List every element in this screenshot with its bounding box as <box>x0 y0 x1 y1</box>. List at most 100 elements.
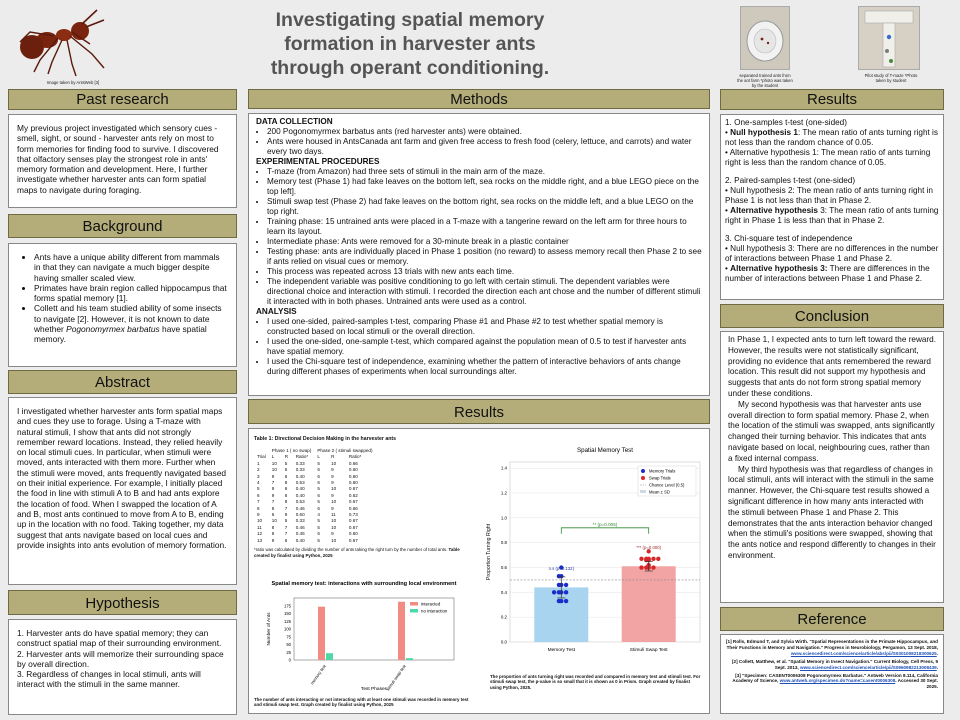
hypothesis-1: 1. Harvester ants do have spatial memory… <box>17 628 222 649</box>
table-cell: 9 <box>331 505 334 511</box>
hypothesis-3: 3. Regardless of changes in local stimul… <box>17 669 201 690</box>
past-research-header: Past research <box>8 89 237 110</box>
bar-legend-label: interacted <box>421 602 441 607</box>
reference-1: [1] Rolls, Edmund T, and Sylvia Wirth. "… <box>726 639 938 656</box>
scatter-point-Memory-Trials <box>563 598 569 604</box>
col-ratio: Ratio* <box>348 454 362 460</box>
scatter-point-Memory-Trials <box>556 582 562 588</box>
results-null3: • Null hypothesis 3: There are no differ… <box>725 244 939 263</box>
table-cell: 9 <box>331 467 334 473</box>
table-cell: 9 <box>271 537 275 543</box>
results-null2: • Null hypothesis 2: The mean ratio of a… <box>725 186 933 205</box>
table-cell: 8 <box>271 505 275 511</box>
table-cell: 0.53 <box>295 499 305 505</box>
hypothesis-2: 2. Harvester ants will memorize their su… <box>17 648 224 669</box>
table-cell: 0.67 <box>348 499 358 505</box>
bar-y-tick: 75 <box>286 634 291 639</box>
scatter-point-Memory-Trials <box>563 582 569 588</box>
table-cell: 0.60 <box>295 512 305 518</box>
scatter-point-Swap-Trials <box>651 565 656 570</box>
bar-x-tick: stimuli swap test <box>385 663 407 692</box>
reference-3-link[interactable]: www.antweb.org/specimen.do?name=casent00… <box>779 678 896 684</box>
bar-legend-swatch <box>410 602 418 606</box>
methods-bullet: I used the Chi-square test of independen… <box>267 357 702 377</box>
methods-bullet: Training phase: 15 untrained ants were p… <box>267 217 702 237</box>
table-cell: 6 <box>317 467 320 473</box>
bar-y-tick: 25 <box>286 650 291 655</box>
scatter-point-Memory-Trials <box>556 574 562 579</box>
methods-bullet: Stimuli swap test (Phase 2) had fake lea… <box>267 197 702 217</box>
scatter-point-Swap-Trials <box>644 557 649 563</box>
table-cell: 6 <box>257 492 260 498</box>
past-research-text: My previous project investigated which s… <box>17 123 219 195</box>
scatter-y-tick: 1.0 <box>501 515 508 520</box>
scatter-annotation: *** (p=0.000) <box>636 545 661 550</box>
results-header-right: Results <box>720 89 944 110</box>
table-cell: 5 <box>317 486 320 492</box>
reference-1-link[interactable]: www.sciencedirect.com/science/article/ab… <box>790 650 937 656</box>
table-cell: 9 <box>331 492 334 498</box>
table-cell: 1 <box>257 460 260 466</box>
conclusion-p2: My second hypothesis was that harvester … <box>728 399 935 463</box>
scatter-chart-caption: The proportion of ants turning right was… <box>490 674 701 690</box>
table-cell: 9 <box>271 486 275 492</box>
results-test2-title: 2. Paired-samples t-test (one-sided) <box>725 176 856 185</box>
bar-chart-title: Spatial memory test: interactions with s… <box>272 581 457 587</box>
bar-y-tick: 0 <box>289 658 292 663</box>
table-cell: 8 <box>284 480 288 486</box>
col-trial: Trial <box>257 454 266 460</box>
table-cell: 11 <box>257 524 262 530</box>
table-cell: 5 <box>317 537 320 543</box>
table-cell: 0.66 <box>348 460 358 466</box>
table-cell: 0.46 <box>295 531 305 537</box>
table-cell: 9 <box>331 531 334 537</box>
table-cell: 9 <box>331 480 334 486</box>
scatter-title: Spatial Memory Test <box>577 447 633 454</box>
table-cell: 6 <box>317 480 320 486</box>
reference-box: [1] Rolls, Edmund T, and Sylvia Wirth. "… <box>720 634 944 714</box>
scatter-point-Memory-Trials <box>556 590 562 595</box>
col-r: R <box>331 454 335 460</box>
reference-2-link[interactable]: www.sciencedirect.com/science/article/pi… <box>800 664 937 670</box>
table-cell: 0.60 <box>348 467 358 473</box>
table-cell: 9 <box>257 512 260 518</box>
scatter-legend-swatch <box>641 469 645 473</box>
table-cell: 0.67 <box>348 524 358 530</box>
table-cell: 6 <box>284 537 288 543</box>
table-cell: 0.46 <box>295 524 305 530</box>
table-cell: 0.66 <box>348 505 358 511</box>
bar-y-axis-label: Number of Ants <box>266 612 272 646</box>
table-group-header-row: Phase 1 ( no swap) Phase 2 ( stimuli swa… <box>254 448 376 454</box>
table-cell: 6 <box>317 505 320 511</box>
scatter-point-Swap-Trials <box>639 565 644 570</box>
bar-no-interaction <box>406 658 413 660</box>
maze-photo <box>858 6 920 70</box>
results-header-middle: Results <box>248 399 710 424</box>
scatter-point-Swap-Trials <box>646 549 651 554</box>
scatter-y-tick: 1.4 <box>501 466 508 471</box>
past-research-box: My previous project investigated which s… <box>8 114 237 208</box>
bar-legend-label: no interaction <box>421 609 448 614</box>
maze-photo-caption: Pilot study of T-maze *Photo taken by st… <box>864 73 918 83</box>
bar-legend-swatch <box>410 609 418 613</box>
conclusion-p3: My third hypothesis was that regardless … <box>728 464 936 560</box>
methods-bullet: I used one-sided, paired-samples t-test,… <box>267 317 702 337</box>
table-cell: 6 <box>317 531 320 537</box>
table-cell: 0.40 <box>295 492 305 498</box>
table-cell: 7 <box>271 480 275 486</box>
ant-photo <box>12 2 112 78</box>
table-cell: 6 <box>317 492 320 498</box>
table-cell: 10 <box>331 518 337 524</box>
table-cell: 4 <box>317 512 320 518</box>
hypothesis-box: 1. Harvester ants do have spatial memory… <box>8 619 237 715</box>
table-cell: 7 <box>284 531 288 537</box>
abstract-box: I investigated whether harvester ants fo… <box>8 397 237 585</box>
bar-y-tick: 50 <box>286 642 291 647</box>
scatter-legend-box <box>637 465 697 497</box>
table-cell: 11 <box>331 512 336 518</box>
